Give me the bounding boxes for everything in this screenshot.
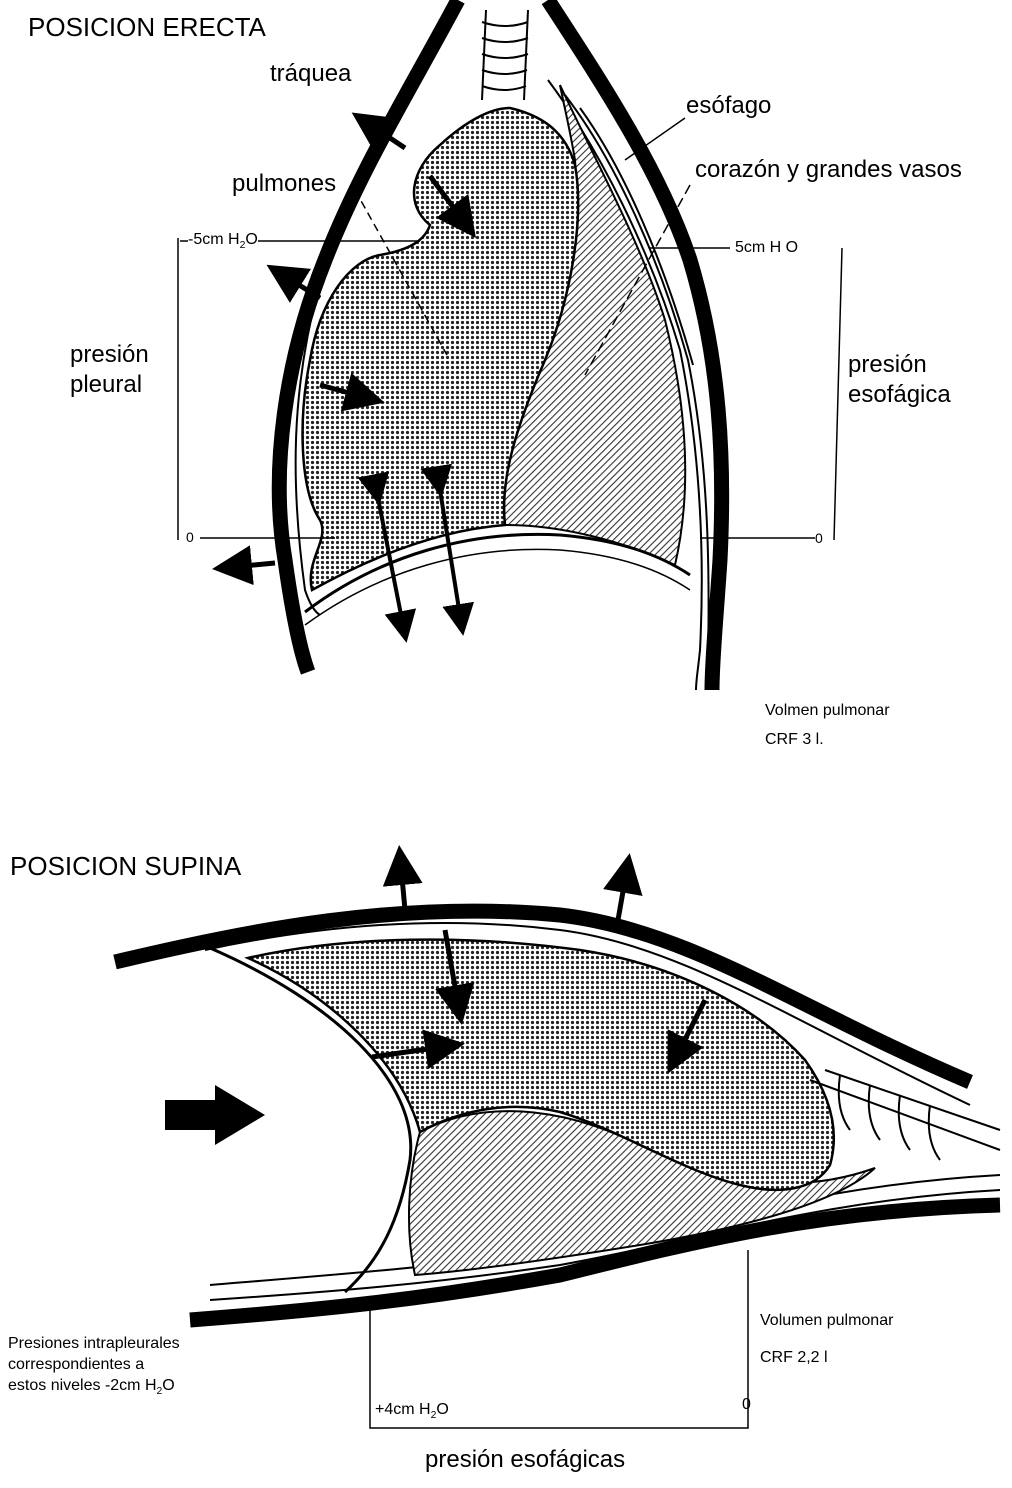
esophagus-label: esófago [686,94,771,118]
pleural-top-value: -5cm H2O [188,232,258,252]
esophageal-pressure-label: presión esofágica [848,350,951,410]
supine-crf-label: CRF 2,2 l [760,1350,828,1366]
abdominal-push-arrow [165,1085,265,1145]
lungs-label: pulmones [232,172,336,196]
erect-volume-label: Volmen pulmonar [765,703,890,719]
supine-bottom-label: presión esofágicas [425,1448,625,1472]
supine-diagram [115,855,1000,1428]
erect-title: POSICION ERECTA [28,14,266,40]
esophageal-top-value: 5cm H O [735,240,798,256]
esophageal-zero: 0 [815,531,823,545]
erect-crf-label: CRF 3 l. [765,732,824,748]
pleural-pressure-label: presión pleural [70,340,149,400]
heart-label: corazón y grandes vasos [695,158,962,182]
trachea-supine [810,1070,1000,1160]
supine-volume-label: Volumen pulmonar [760,1313,893,1329]
plus4-value: +4cm H2O [375,1402,449,1422]
supine-title: POSICION SUPINA [10,853,241,879]
trachea-rings [482,10,528,100]
supine-zero: 0 [742,1397,751,1413]
intrapleural-note: Presiones intrapleurales correspondiente… [8,1334,180,1398]
pleural-zero: 0 [186,530,194,544]
trachea-label: tráquea [270,62,351,86]
